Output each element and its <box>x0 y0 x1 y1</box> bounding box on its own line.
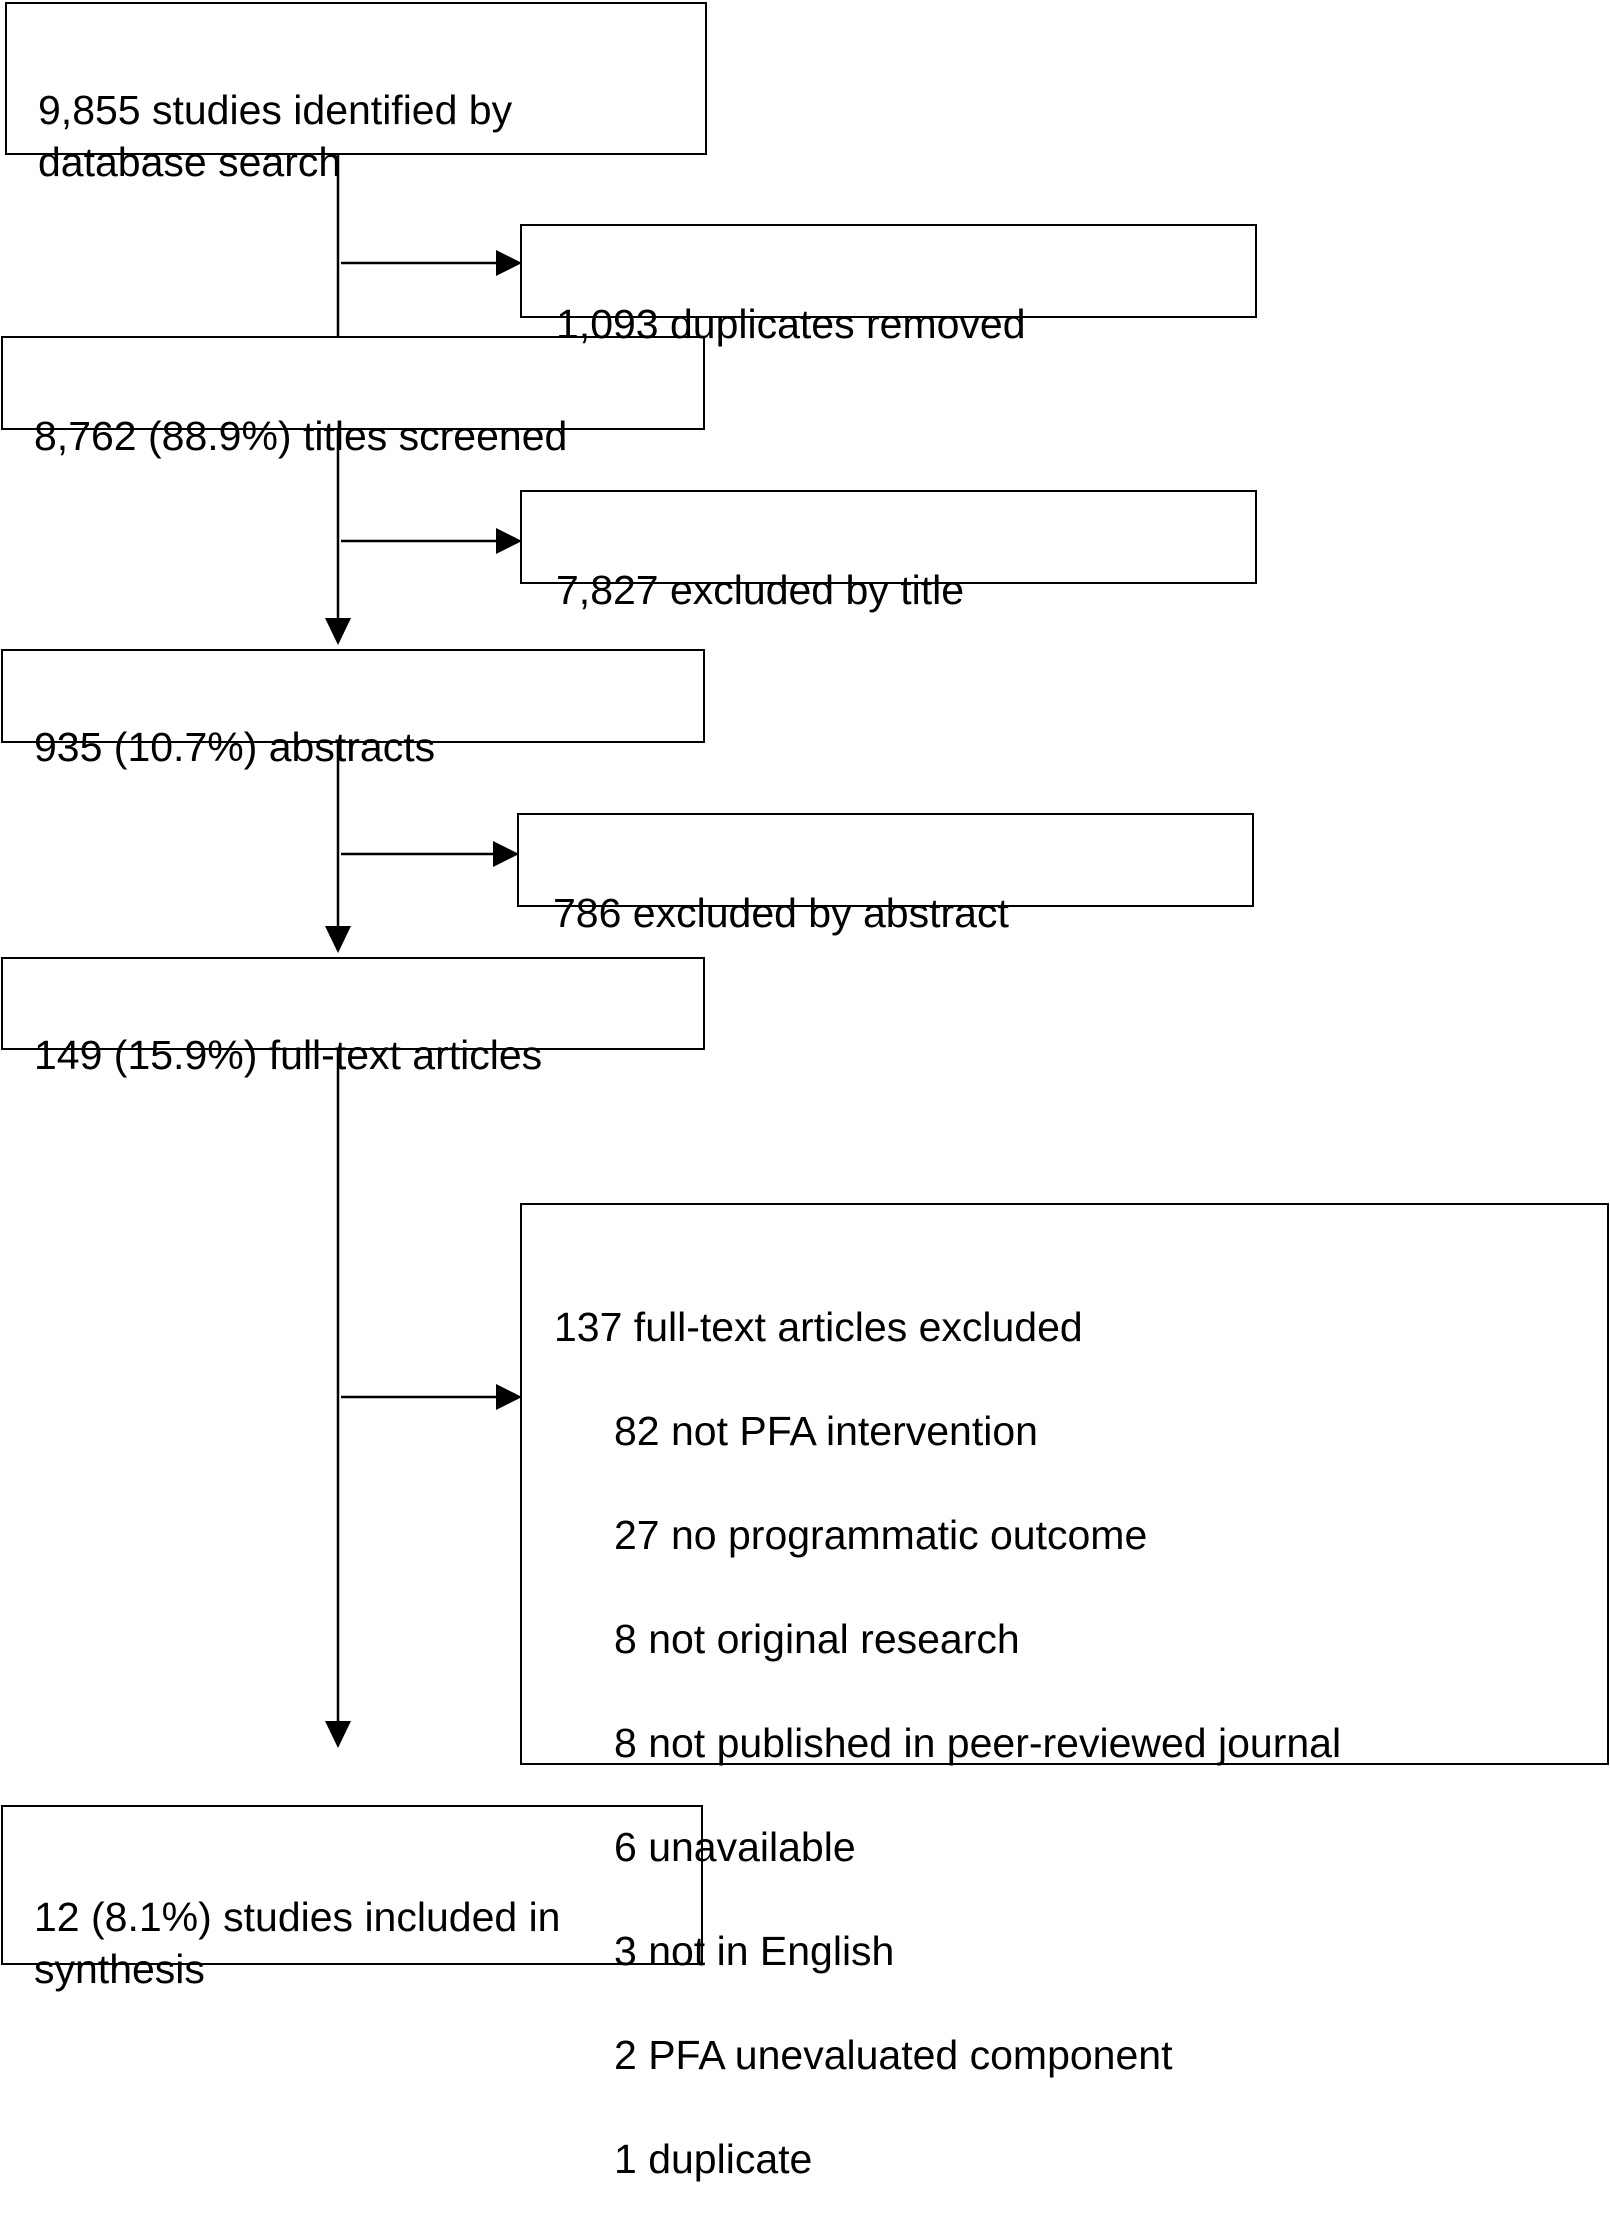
arrowhead-excluded-title <box>496 528 522 554</box>
box-screened: 8,762 (88.9%) titles screened <box>1 336 705 459</box>
exclusion-reason: 82 not PFA intervention <box>614 1408 1038 1454</box>
box-excluded-title: 7,827 excluded by title <box>520 490 1257 613</box>
box-abstracts: 935 (10.7%) abstracts <box>1 649 705 770</box>
arrowhead-fulltext <box>325 926 351 953</box>
box-duplicates-text: 1,093 duplicates removed <box>556 301 1026 347</box>
box-abstracts-text: 935 (10.7%) abstracts <box>34 724 436 770</box>
box-screened-text: 8,762 (88.9%) titles screened <box>34 413 568 459</box>
box-fulltext-text: 149 (15.9%) full-text articles <box>34 1032 543 1078</box>
exclusion-reason: 8 not published in peer-reviewed journal <box>614 1720 1342 1766</box>
box-fulltext-exclusions: 137 full-text articles excluded 82 not P… <box>520 1203 1609 2182</box>
box-duplicates: 1,093 duplicates removed <box>520 224 1257 347</box>
box-fulltext: 149 (15.9%) full-text articles <box>1 957 705 1078</box>
flow-connectors <box>325 155 522 1748</box>
exclusion-reason: 6 unavailable <box>614 1824 856 1870</box>
box-excluded-title-text: 7,827 excluded by title <box>556 567 964 613</box>
exclusion-reason: 27 no programmatic outcome <box>614 1512 1148 1558</box>
box-included: 12 (8.1%) studies included in synthesis <box>1 1805 703 1992</box>
exclusion-reason: 3 not in English <box>614 1928 895 1974</box>
arrowhead-fulltext-exclusions <box>496 1384 522 1410</box>
arrowhead-included <box>325 1721 351 1748</box>
box-excluded-abstract-text: 786 excluded by abstract <box>553 890 1009 936</box>
box-identified: 9,855 studies identified by database sea… <box>5 2 707 185</box>
box-identified-text: 9,855 studies identified by database sea… <box>38 87 513 185</box>
arrowhead-duplicates <box>496 250 522 276</box>
fulltext-exclusions-header: 137 full-text articles excluded <box>554 1304 1083 1350</box>
arrowhead-abstracts <box>325 618 351 645</box>
exclusion-reason: 1 duplicate <box>614 2136 813 2182</box>
box-included-text: 12 (8.1%) studies included in synthesis <box>34 1894 561 1992</box>
exclusion-reason: 2 PFA unevaluated component <box>614 2032 1173 2078</box>
exclusion-reason: 8 not original research <box>614 1616 1020 1662</box>
box-excluded-abstract: 786 excluded by abstract <box>517 813 1254 936</box>
arrowhead-excluded-abstract <box>493 841 519 867</box>
